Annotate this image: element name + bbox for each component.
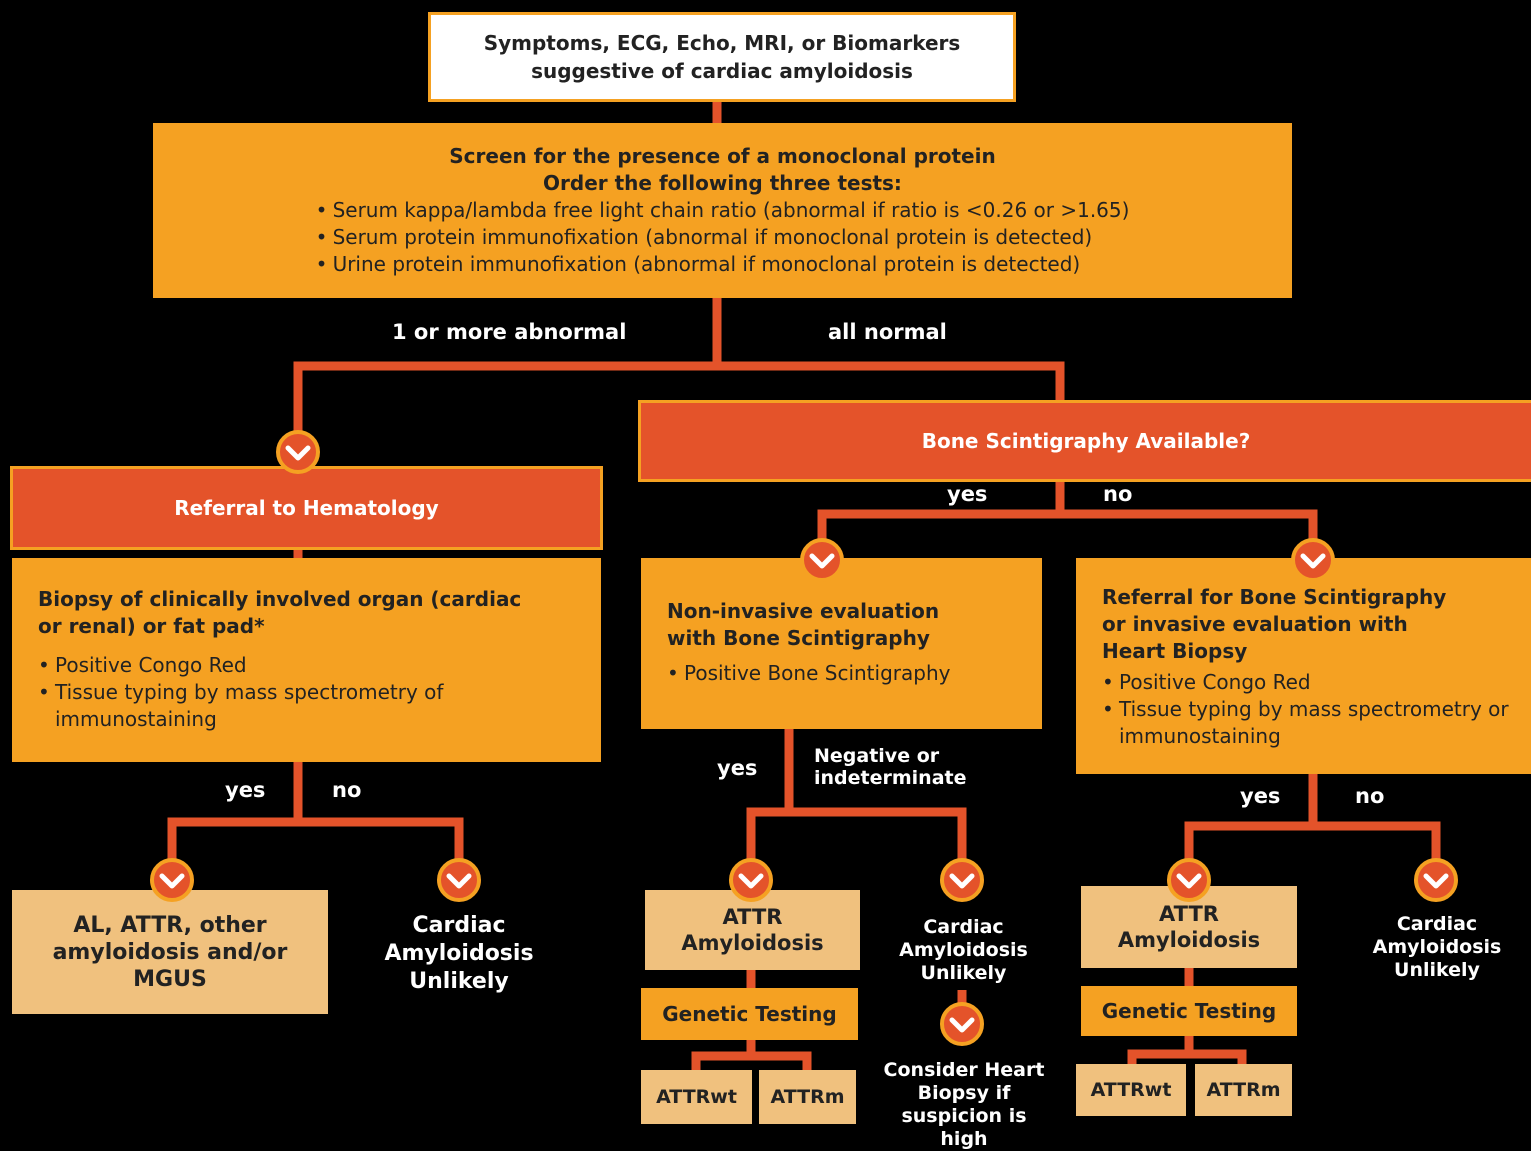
attrwt-middle-label: ATTRwt <box>656 1086 737 1108</box>
attrm-middle-label: ATTRm <box>770 1086 845 1108</box>
attrwt-right-box: ATTRwt <box>1076 1064 1186 1116</box>
hematology-referral-box: Referral to Hematology <box>10 466 603 550</box>
biopsy-criteria-list: Positive Congo Red Tissue typing by mass… <box>38 652 508 733</box>
screening-test-item: Urine protein immunofixation (abnormal i… <box>316 251 1130 278</box>
al-attr-outcome-box: AL, ATTR, other amyloidosis and/or MGUS <box>12 890 328 1014</box>
chevron-down-icon <box>437 858 481 902</box>
screening-test-item: Serum kappa/lambda free light chain rati… <box>316 197 1130 224</box>
branch-label-scint-yes: yes <box>947 482 988 506</box>
initial-criteria-line2: suggestive of cardiac amyloidosis <box>531 59 913 83</box>
attrwt-middle-box: ATTRwt <box>641 1070 752 1124</box>
genetic-testing-middle-box: Genetic Testing <box>641 988 858 1040</box>
bone-scintigraphy-question-label: Bone Scintigraphy Available? <box>921 429 1251 453</box>
attrm-right-label: ATTRm <box>1206 1079 1281 1101</box>
chevron-down-icon <box>940 1002 984 1046</box>
hematology-referral-label: Referral to Hematology <box>174 496 439 520</box>
referral-bone-criteria-item: Tissue typing by mass spectrometry or im… <box>1102 696 1512 750</box>
consider-heart-biopsy-label: Consider Heart Biopsy if suspicion is hi… <box>883 1059 1045 1150</box>
chevron-down-icon <box>1414 858 1458 902</box>
referral-bone-title: Referral for Bone Scintigraphy or invasi… <box>1102 585 1447 663</box>
initial-criteria-line1: Symptoms, ECG, Echo, MRI, or Biomarkers <box>483 31 961 55</box>
screening-test-item: Serum protein immunofixation (abnormal i… <box>316 224 1130 251</box>
branch-label-noninvasive-yes: yes <box>717 756 758 780</box>
branch-label-normal: all normal <box>828 320 947 344</box>
chevron-down-icon <box>729 858 773 902</box>
chevron-down-icon <box>940 858 984 902</box>
screening-test-list: Serum kappa/lambda free light chain rati… <box>316 197 1130 278</box>
attrwt-right-label: ATTRwt <box>1090 1079 1172 1101</box>
attrm-right-box: ATTRm <box>1195 1064 1292 1116</box>
bone-scintigraphy-question-box: Bone Scintigraphy Available? <box>638 400 1531 482</box>
chevron-down-icon <box>1167 858 1211 902</box>
biopsy-criteria-item: Tissue typing by mass spectrometry of im… <box>38 679 508 733</box>
screening-box: Screen for the presence of a monoclonal … <box>153 123 1292 298</box>
al-attr-outcome-label: AL, ATTR, other amyloidosis and/or MGUS <box>52 912 288 992</box>
referral-bone-criteria-list: Positive Congo Red Tissue typing by mass… <box>1102 669 1512 750</box>
attr-amyloidosis-middle-label: ATTR Amyloidosis <box>681 905 824 955</box>
noninvasive-criteria-list: Positive Bone Scintigraphy <box>667 660 1016 687</box>
biopsy-box: Biopsy of clinically involved organ (car… <box>12 558 601 762</box>
genetic-testing-right-label: Genetic Testing <box>1101 999 1277 1023</box>
branch-label-referral-no: no <box>1355 784 1385 808</box>
genetic-testing-middle-label: Genetic Testing <box>662 1002 837 1026</box>
branch-label-referral-yes: yes <box>1240 784 1281 808</box>
referral-bone-scintigraphy-box: Referral for Bone Scintigraphy or invasi… <box>1076 558 1531 774</box>
initial-criteria-box: Symptoms, ECG, Echo, MRI, or Biomarkers … <box>428 12 1016 102</box>
attr-amyloidosis-middle-box: ATTR Amyloidosis <box>645 890 860 970</box>
chevron-down-icon <box>150 858 194 902</box>
biopsy-title: Biopsy of clinically involved organ (car… <box>38 587 522 638</box>
cardiac-amyloidosis-unlikely-left: Cardiac Amyloidosis Unlikely <box>384 913 534 994</box>
connector-lines <box>167 100 1441 1072</box>
chevron-down-icon <box>800 538 844 582</box>
branch-label-abnormal: 1 or more abnormal <box>392 320 627 344</box>
branch-label-biopsy-no: no <box>332 778 362 802</box>
branch-label-noninvasive-negative: Negative or indeterminate <box>814 745 967 789</box>
cardiac-amyloidosis-unlikely-right: Cardiac Amyloidosis Unlikely <box>1372 913 1502 981</box>
chevron-down-icon <box>1291 538 1335 582</box>
branch-label-scint-no: no <box>1103 482 1133 506</box>
referral-bone-criteria-item: Positive Congo Red <box>1102 669 1512 696</box>
attr-amyloidosis-right-label: ATTR Amyloidosis <box>1117 902 1261 952</box>
chevron-down-icon <box>276 430 320 474</box>
noninvasive-title: Non-invasive evaluation with Bone Scinti… <box>667 599 940 650</box>
attrm-middle-box: ATTRm <box>759 1070 856 1124</box>
noninvasive-evaluation-box: Non-invasive evaluation with Bone Scinti… <box>641 558 1042 729</box>
noninvasive-criteria-item: Positive Bone Scintigraphy <box>667 660 1016 687</box>
screening-title-2: Order the following three tests: <box>543 171 902 195</box>
biopsy-criteria-item: Positive Congo Red <box>38 652 508 679</box>
cardiac-amyloidosis-unlikely-middle: Cardiac Amyloidosis Unlikely <box>899 916 1028 984</box>
genetic-testing-right-box: Genetic Testing <box>1081 986 1297 1036</box>
branch-label-biopsy-yes: yes <box>225 778 266 802</box>
screening-title-1: Screen for the presence of a monoclonal … <box>449 144 996 168</box>
